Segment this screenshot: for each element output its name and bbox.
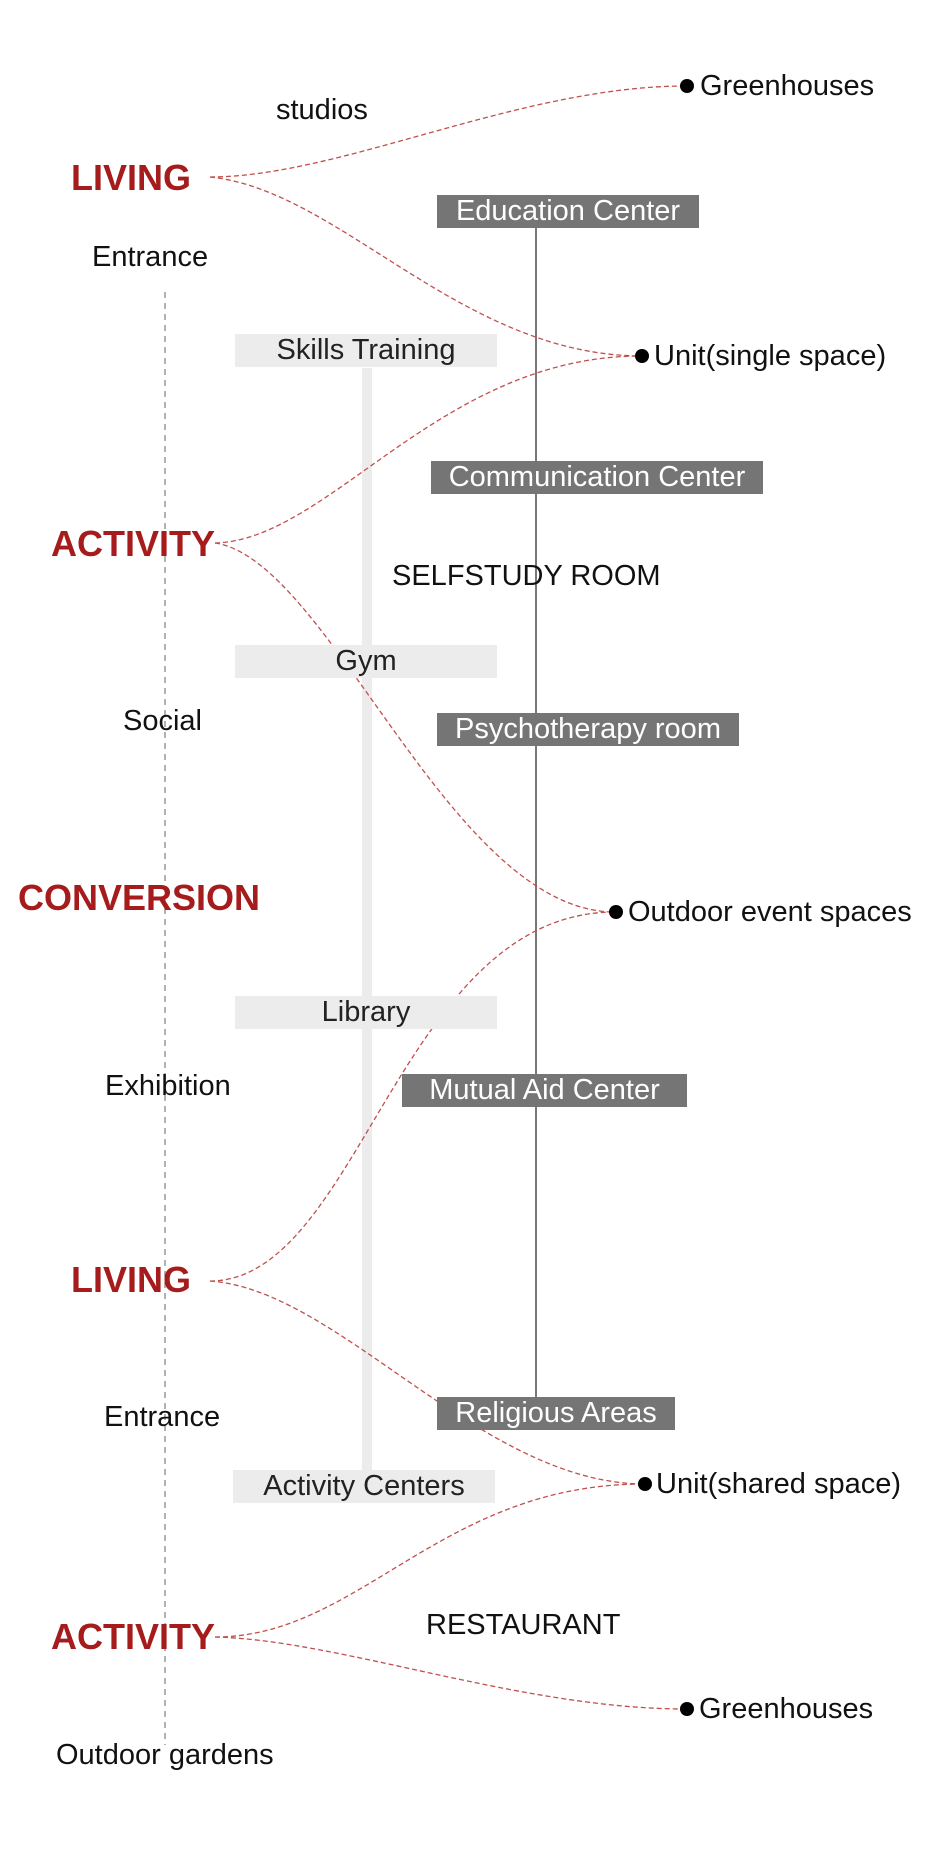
label-entrance-bottom: Entrance bbox=[104, 1401, 221, 1433]
box-mutual-aid-center: Mutual Aid Center bbox=[402, 1074, 687, 1107]
connector-activity-top-outdoor-event bbox=[214, 542, 616, 913]
endpoint-outdoor-event: Outdoor event spaces bbox=[628, 896, 912, 928]
endpoint-greenhouses-top: Greenhouses bbox=[700, 70, 875, 102]
light-vertical-bar bbox=[362, 368, 372, 1480]
label-selfstudy-room: SELFSTUDY ROOM bbox=[392, 560, 661, 592]
category-conversion: CONVERSION bbox=[18, 877, 261, 918]
box-gym: Gym bbox=[235, 645, 497, 678]
connector-living-top-greenhouses bbox=[209, 85, 687, 178]
box-activity-centers: Activity Centers bbox=[233, 1470, 495, 1503]
connector-living-bottom-unit-shared bbox=[209, 1280, 645, 1485]
dot-unit-shared bbox=[638, 1477, 652, 1491]
label-studios: studios bbox=[276, 94, 368, 126]
box-education-center: Education Center bbox=[437, 195, 699, 228]
category-activity-bottom: ACTIVITY bbox=[51, 1616, 216, 1657]
box-library: Library bbox=[235, 996, 497, 1029]
connector-activity-bottom-greenhouses bbox=[214, 1636, 687, 1710]
endpoint-greenhouses-bottom: Greenhouses bbox=[699, 1693, 874, 1725]
category-living-bottom: LIVING bbox=[71, 1259, 192, 1300]
endpoint-unit-single: Unit(single space) bbox=[654, 340, 887, 372]
connector-living-bottom-outdoor-event bbox=[209, 911, 616, 1282]
label-restaurant: RESTAURANT bbox=[426, 1609, 621, 1641]
connector-living-top-unit-single bbox=[209, 176, 642, 357]
label-exhibition: Exhibition bbox=[105, 1070, 231, 1102]
dot-greenhouses-bottom bbox=[680, 1702, 694, 1716]
box-religious-areas: Religious Areas bbox=[437, 1397, 675, 1430]
connector-activity-top-unit-single bbox=[214, 355, 642, 544]
endpoint-unit-shared: Unit(shared space) bbox=[656, 1468, 901, 1500]
box-communication-center: Communication Center bbox=[431, 461, 763, 494]
category-activity-top: ACTIVITY bbox=[51, 523, 216, 564]
dot-outdoor-event bbox=[609, 905, 623, 919]
dot-greenhouses-top bbox=[680, 79, 694, 93]
dot-unit-single bbox=[635, 349, 649, 363]
connector-activity-bottom-unit-shared bbox=[214, 1483, 645, 1638]
box-psychotherapy-room: Psychotherapy room bbox=[437, 713, 739, 746]
label-entrance-top: Entrance bbox=[92, 241, 209, 273]
box-skills-training: Skills Training bbox=[235, 334, 497, 367]
label-social: Social bbox=[123, 705, 202, 737]
label-outdoor-gardens: Outdoor gardens bbox=[56, 1739, 274, 1771]
category-living-top: LIVING bbox=[71, 157, 192, 198]
